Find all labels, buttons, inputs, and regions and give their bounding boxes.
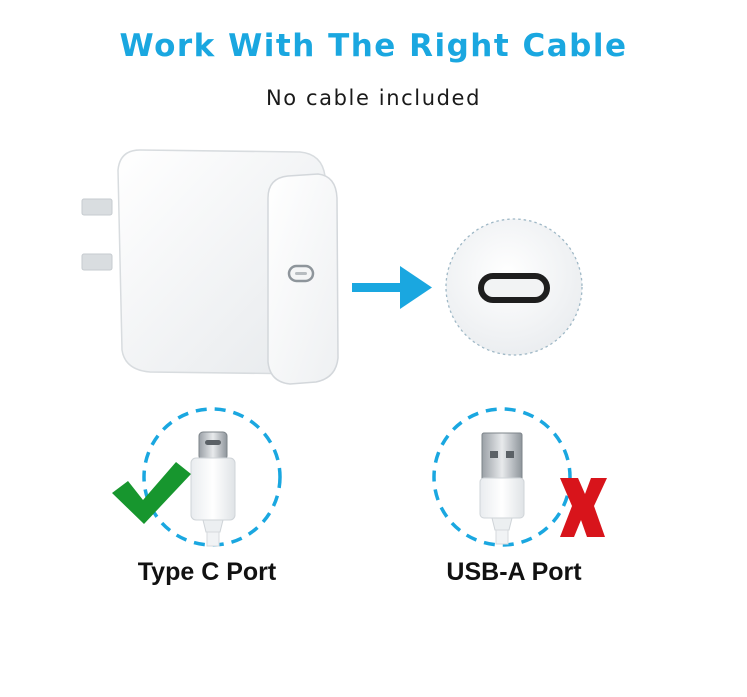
check-icon (112, 462, 191, 524)
usb-c-cable-image (142, 407, 282, 547)
arrow-right-icon (352, 266, 432, 309)
prong-bottom (81, 253, 113, 271)
charger-image (81, 149, 339, 385)
page-title: Work With The Right Cable (119, 28, 628, 64)
usb-a-port-label: USB-A Port (446, 558, 582, 586)
page-subtitle: No cable included (265, 86, 482, 110)
usb-c-port-closeup (478, 273, 550, 303)
type-c-port-label: Type C Port (137, 558, 277, 586)
usb-a-cable-image (432, 407, 572, 547)
x-icon (560, 478, 607, 537)
port-closeup (445, 218, 583, 356)
prong-top (81, 198, 113, 216)
